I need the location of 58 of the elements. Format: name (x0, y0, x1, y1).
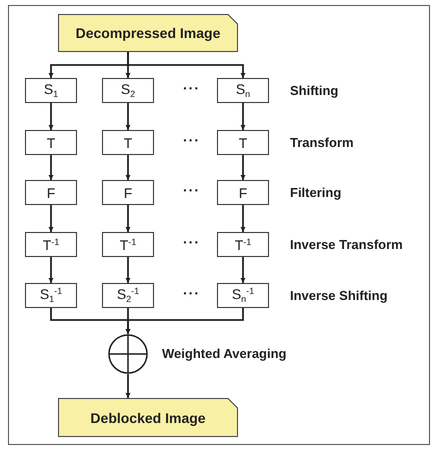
arrow (240, 103, 246, 130)
box-label: S$_{2}$ (120, 82, 136, 99)
summation-circle (108, 334, 148, 374)
process-box (217, 283, 269, 308)
row-label: Inverse Transform (290, 237, 403, 252)
ellipsis: ··· (183, 182, 200, 198)
box-label: T$^{-1}$ (234, 238, 252, 252)
box-label: S$_{1}$ (44, 82, 58, 99)
arrow (126, 257, 130, 283)
arrow (240, 257, 246, 283)
arrow (126, 103, 130, 130)
row-label: Inverse Shifting (290, 288, 388, 303)
process-box (102, 232, 154, 257)
row-label: Shifting (290, 83, 338, 98)
box-label: F (124, 186, 132, 200)
arrow (126, 205, 130, 232)
image-box (58, 14, 238, 52)
process-box (102, 130, 154, 155)
process-box (25, 130, 77, 155)
box-label: S$_{n}$ (236, 82, 250, 99)
arrow (48, 155, 54, 180)
operation-label: Weighted Averaging (162, 346, 286, 361)
arrow (48, 103, 54, 130)
process-box (102, 78, 154, 103)
arrow (240, 205, 246, 232)
process-box (217, 180, 269, 205)
box-label: T$^{-1}$ (42, 238, 60, 252)
arrow (48, 205, 54, 232)
process-box (102, 180, 154, 205)
arrow (127, 52, 246, 78)
box-label: T (124, 136, 132, 150)
box-label: Decompressed Image (76, 26, 220, 40)
process-box (25, 283, 77, 308)
process-box (25, 232, 77, 257)
process-box (217, 130, 269, 155)
box-label: Deblocked Image (90, 410, 206, 424)
process-box (25, 180, 77, 205)
row-label: Transform (290, 135, 354, 150)
box-label: F (238, 186, 248, 200)
process-box (25, 78, 77, 103)
arrow (126, 308, 244, 334)
box-label: T$^{-1}$ (120, 238, 136, 252)
ellipsis: ··· (183, 234, 200, 250)
process-box (102, 283, 154, 308)
image-box (58, 398, 238, 437)
process-box (217, 78, 269, 103)
box-label: T (46, 136, 56, 150)
ellipsis: ··· (183, 285, 200, 301)
ellipsis: ··· (183, 132, 200, 148)
arrow (126, 155, 130, 180)
arrow (126, 374, 130, 398)
box-label: T (238, 136, 248, 150)
ellipsis: ··· (183, 80, 200, 96)
row-label: Filtering (290, 185, 342, 200)
arrow (48, 257, 54, 283)
box-label: F (46, 186, 56, 200)
arrow (240, 155, 246, 180)
process-box (217, 232, 269, 257)
